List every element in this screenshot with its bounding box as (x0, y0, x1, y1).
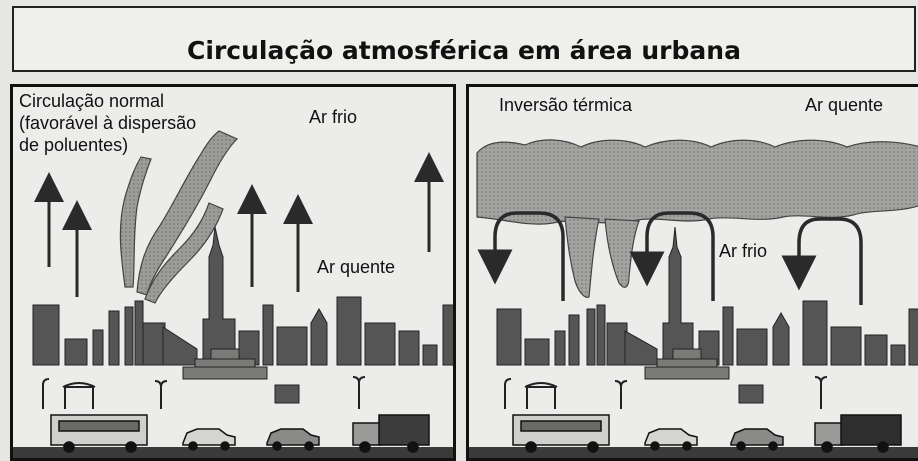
truck-icon (814, 414, 902, 453)
bus-stop-icon (524, 382, 558, 409)
road (469, 447, 918, 458)
vehicles (512, 414, 902, 453)
cold-air-label: Ar frio (309, 107, 358, 127)
trapped-smoke-plumes (564, 216, 640, 298)
taxi-icon (644, 428, 698, 451)
street-furniture (42, 376, 366, 409)
car-icon (730, 428, 784, 451)
street-lamp-icon (154, 380, 168, 409)
page-title: Circulação atmosférica em área urbana (187, 36, 741, 65)
smoke-plume-1 (564, 216, 600, 298)
title-box: Circulação atmosférica em área urbana (12, 6, 916, 72)
street-furniture (504, 376, 828, 409)
smoke-plume-3 (144, 202, 224, 304)
bus-stop-icon (62, 382, 96, 409)
vehicles (50, 414, 430, 453)
tall-tower (662, 226, 694, 366)
normal-circulation-subheading-2: de poluentes) (19, 135, 129, 155)
smoke-plume-1 (119, 156, 152, 288)
bus-icon (512, 414, 610, 453)
thermal-inversion-illustration (469, 139, 918, 458)
cold-air-label: Ar frio (719, 241, 768, 261)
smoke-plumes (119, 130, 239, 304)
city-skyline (32, 226, 453, 366)
plaza-fountain (644, 348, 730, 380)
bus-icon (50, 414, 148, 453)
street-lamp-icon (814, 376, 828, 409)
car-icon (266, 428, 320, 451)
street-lamp-icon (352, 376, 366, 409)
rising-air-arrows (34, 152, 444, 297)
city-skyline (496, 226, 918, 366)
curved-arrow-icon (781, 217, 863, 305)
normal-circulation-panel: Circulação normal (favorável à dispersão… (10, 84, 456, 461)
trapped-air-arrows (477, 211, 863, 305)
kiosk-icon (274, 384, 300, 404)
thermal-inversion-heading: Inversão térmica (499, 95, 633, 115)
road (13, 447, 453, 458)
taxi-icon (182, 428, 236, 451)
street-lamp-icon (42, 378, 50, 409)
curved-arrow-icon (629, 211, 715, 301)
truck-icon (352, 414, 430, 453)
normal-circulation-illustration (13, 130, 453, 458)
plaza-fountain (182, 348, 268, 380)
street-lamp-icon (614, 380, 628, 409)
street-lamp-icon (504, 378, 512, 409)
normal-circulation-subheading: (favorável à dispersão (19, 113, 197, 133)
warm-air-label: Ar quente (805, 95, 884, 115)
warm-air-label: Ar quente (317, 257, 396, 277)
thermal-inversion-panel: Inversão térmica Ar quente Ar frio (466, 84, 918, 461)
curved-arrow-icon (477, 211, 565, 301)
tall-tower (202, 226, 236, 366)
kiosk-icon (738, 384, 764, 404)
normal-circulation-heading: Circulação normal (19, 91, 165, 111)
smoke-plume-2 (604, 218, 640, 288)
smoke-plume-2 (136, 130, 239, 296)
